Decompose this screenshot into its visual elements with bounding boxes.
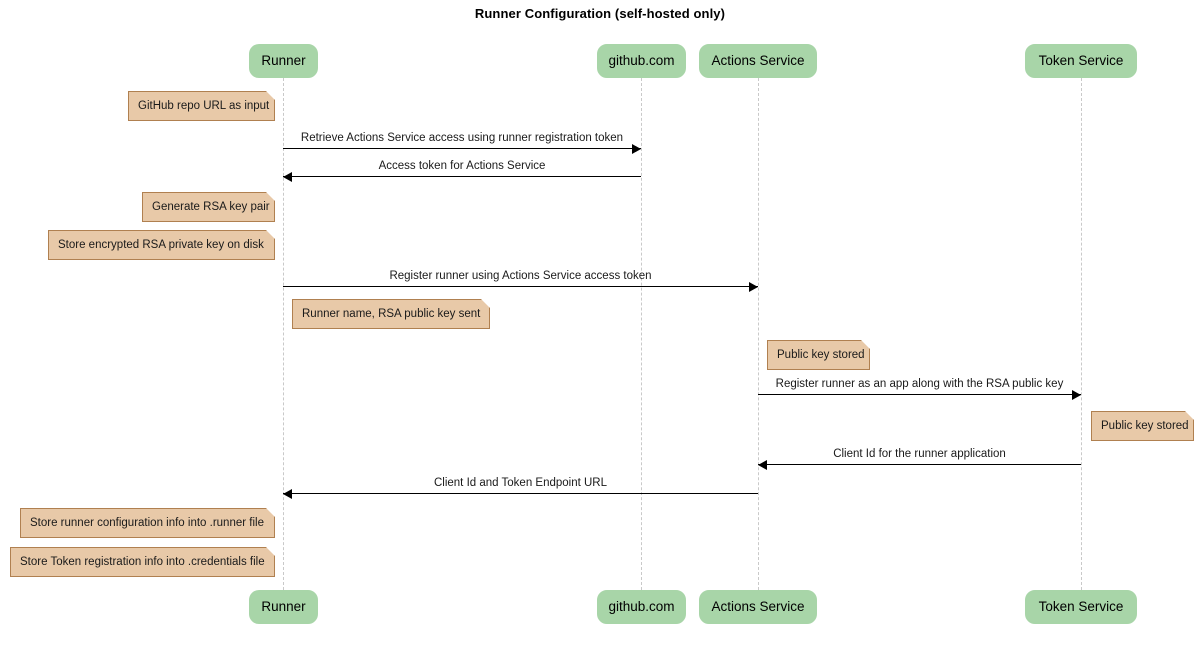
participant-github-bottom[interactable]: github.com	[597, 590, 686, 624]
note-n4: Runner name, RSA public key sent	[292, 299, 490, 329]
message-label-m3: Register runner using Actions Service ac…	[389, 270, 652, 282]
arrowhead-left-m6	[283, 489, 292, 499]
note-n8: Store Token registration info into .cred…	[10, 547, 275, 577]
participant-actions-bottom[interactable]: Actions Service	[699, 590, 817, 624]
note-n5: Public key stored	[767, 340, 870, 370]
note-fold-corner-icon	[266, 91, 275, 100]
note-n7: Store runner configuration info into .ru…	[20, 508, 275, 538]
participant-token-bottom[interactable]: Token Service	[1025, 590, 1137, 624]
note-text-n1: GitHub repo URL as input	[138, 100, 270, 112]
message-line-m6	[283, 493, 758, 494]
note-n3: Store encrypted RSA private key on disk	[48, 230, 275, 260]
message-line-m5	[758, 464, 1081, 465]
note-text-n4: Runner name, RSA public key sent	[302, 308, 481, 320]
note-text-n5: Public key stored	[777, 349, 865, 361]
note-n6: Public key stored	[1091, 411, 1194, 441]
note-n1: GitHub repo URL as input	[128, 91, 275, 121]
note-fold-corner-icon	[266, 508, 275, 517]
participant-runner-top[interactable]: Runner	[249, 44, 318, 78]
note-text-n2: Generate RSA key pair	[152, 201, 270, 213]
note-text-n3: Store encrypted RSA private key on disk	[58, 239, 264, 251]
note-fold-corner-icon	[266, 547, 275, 556]
lifeline-actions	[758, 78, 759, 590]
message-line-m3	[283, 286, 758, 287]
diagram-title: Runner Configuration (self-hosted only)	[474, 6, 726, 21]
message-line-m1	[283, 148, 641, 149]
note-fold-corner-icon	[1185, 411, 1194, 420]
message-line-m4	[758, 394, 1081, 395]
participant-github-top[interactable]: github.com	[597, 44, 686, 78]
note-fold-corner-icon	[861, 340, 870, 349]
message-label-m5: Client Id for the runner application	[833, 448, 1006, 460]
message-label-m4: Register runner as an app along with the…	[775, 378, 1064, 390]
note-fold-corner-icon	[266, 230, 275, 239]
note-fold-corner-icon	[481, 299, 490, 308]
note-text-n8: Store Token registration info into .cred…	[20, 556, 265, 568]
message-line-m2	[283, 176, 641, 177]
lifeline-runner	[283, 78, 284, 590]
arrowhead-left-m5	[758, 460, 767, 470]
lifeline-token	[1081, 78, 1082, 590]
arrowhead-left-m2	[283, 172, 292, 182]
message-label-m6: Client Id and Token Endpoint URL	[433, 477, 608, 489]
participant-token-top[interactable]: Token Service	[1025, 44, 1137, 78]
arrowhead-right-m4	[1072, 390, 1081, 400]
note-fold-corner-icon	[266, 192, 275, 201]
note-text-n7: Store runner configuration info into .ru…	[30, 517, 264, 529]
lifeline-github	[641, 78, 642, 590]
message-label-m1: Retrieve Actions Service access using ru…	[300, 132, 624, 144]
participant-runner-bottom[interactable]: Runner	[249, 590, 318, 624]
participant-actions-top[interactable]: Actions Service	[699, 44, 817, 78]
note-n2: Generate RSA key pair	[142, 192, 275, 222]
arrowhead-right-m1	[632, 144, 641, 154]
message-label-m2: Access token for Actions Service	[378, 160, 546, 172]
arrowhead-right-m3	[749, 282, 758, 292]
note-text-n6: Public key stored	[1101, 420, 1189, 432]
